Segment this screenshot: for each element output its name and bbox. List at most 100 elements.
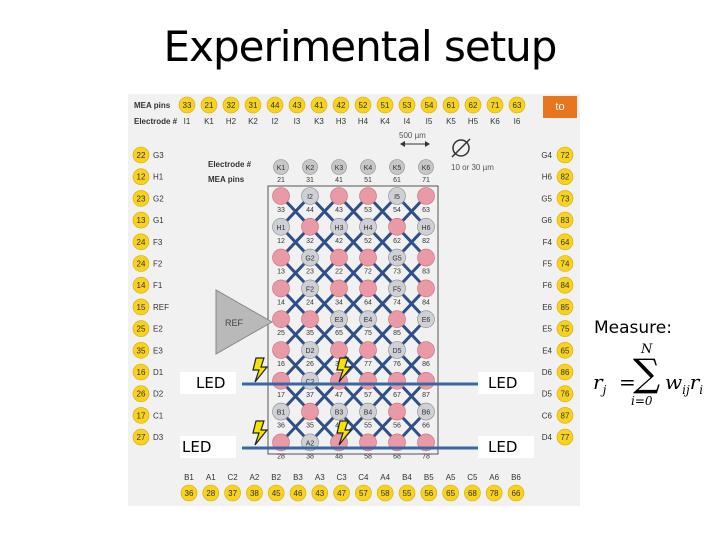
right-pin-12: 87 (561, 411, 570, 420)
bottom-electrode-10: B4 (402, 473, 412, 482)
grid-electrode-0-3 (359, 187, 377, 205)
bottom-pin-7: 47 (337, 489, 346, 498)
top-pin-4-dot (266, 96, 284, 114)
top-pin-15: 63 (513, 101, 522, 110)
top-pin-10-dot (398, 96, 416, 114)
right-pin-12-dot (556, 407, 574, 424)
right-pin-10-dot (556, 363, 574, 381)
grid-electrode-4-3 (359, 310, 377, 329)
grid-electrode-0-5 (417, 187, 435, 205)
left-pin-12-dot (132, 407, 150, 424)
right-pin-8: 75 (561, 325, 570, 334)
grid-pin-3-0: 14 (277, 299, 285, 306)
top-electrode-14: K6 (490, 117, 500, 126)
top-electrode-6: K3 (314, 117, 324, 126)
page-title: Experimental setup (163, 22, 558, 71)
grid-electrode-2-3 (359, 248, 377, 267)
grid-pin-0-1: 44 (306, 207, 314, 214)
bottom-electrode-12: A5 (446, 473, 456, 482)
top-pin-0: 33 (183, 101, 192, 110)
bottom-electrode-3: A2 (250, 473, 260, 482)
led-label-3: LED (488, 374, 518, 392)
grid-electrode-1-2 (330, 218, 348, 236)
top-pin-1-dot (200, 96, 218, 114)
top-pin-2-dot (222, 96, 240, 114)
grid-electrode-0-4 (388, 187, 406, 205)
grid-electrode-6-5 (417, 371, 435, 390)
left-pin-13: 27 (137, 433, 146, 442)
led-label-bg-2 (180, 436, 236, 458)
bottom-pin-9: 58 (381, 489, 390, 498)
grid-pin-7-3: 55 (364, 423, 372, 430)
grid-electrode-1-4 (388, 218, 406, 236)
left-pin-6-dot (132, 276, 150, 294)
bottom-pin-4-dot (267, 484, 285, 502)
top-pin-1: 21 (205, 101, 214, 110)
grid-electrode-label-0-4: I5 (394, 194, 400, 201)
grid-electrode-label-8-1: A2 (306, 440, 315, 447)
right-electrode-7: E6 (542, 303, 552, 312)
grid-header-label-2: K3 (335, 165, 344, 172)
right-pin-11-dot (556, 385, 574, 403)
right-pin-3-dot (556, 211, 574, 229)
grid-electrode-label-3-4: F5 (393, 286, 401, 293)
grid-electrode-4-0 (272, 310, 290, 329)
left-pin-0: 22 (137, 151, 146, 160)
left-pin-9: 35 (137, 346, 146, 355)
top-electrode-1: K1 (204, 117, 214, 126)
top-pin-6-dot (310, 96, 328, 114)
right-pin-0: 72 (561, 151, 570, 160)
top-electrode-9: K4 (380, 117, 390, 126)
bottom-pin-15-dot (507, 484, 525, 502)
grid-header-electrode-2 (331, 159, 347, 175)
top-electrode-3: K2 (248, 117, 258, 126)
left-electrode-2: G2 (153, 194, 164, 203)
grid-electrode-3-5 (417, 279, 435, 298)
grid-electrode-label-7-5: B6 (422, 410, 431, 417)
grid-pin-7-0: 36 (277, 423, 285, 430)
bottom-pin-14-dot (485, 484, 503, 502)
bottom-pin-3-dot (246, 484, 263, 502)
right-pin-5: 74 (561, 260, 570, 269)
orange-tab-text: to (555, 101, 564, 113)
right-pin-0-dot (556, 146, 574, 164)
bottom-pin-6-dot (311, 484, 329, 502)
grid-pin-0-4: 54 (393, 207, 401, 214)
grid-pin-5-5: 86 (422, 361, 430, 368)
top-pin-8: 52 (359, 101, 368, 110)
grid-electrode-0-0 (272, 187, 290, 205)
bottom-pin-14: 78 (490, 489, 499, 498)
top-pin-5-dot (288, 96, 306, 114)
right-pin-5-dot (556, 255, 574, 272)
right-pin-3: 83 (561, 216, 570, 225)
right-electrode-9: E4 (542, 346, 552, 355)
top-electrode-13: H5 (468, 117, 479, 126)
grid-electrode-2-4 (388, 248, 406, 267)
left-electrode-0: G3 (153, 151, 164, 160)
left-pin-4: 24 (137, 238, 146, 247)
grid-electrode-label-2-1: G2 (305, 256, 314, 263)
bottom-pin-6: 43 (315, 489, 324, 498)
grid-electrode-7-0 (272, 402, 290, 421)
bottom-pin-5-dot (289, 484, 307, 502)
orange-tab (543, 96, 577, 118)
diameter-label: 10 or 30 µm (451, 163, 494, 172)
left-pin-7-dot (132, 298, 150, 316)
grid-pin-6-4: 67 (393, 392, 401, 399)
right-pin-11: 76 (561, 390, 570, 399)
top-electrode-12: K5 (446, 117, 456, 126)
grid-electrode-3-0 (272, 279, 290, 298)
left-electrode-1: H1 (153, 173, 164, 182)
top-electrode-2: H2 (226, 117, 237, 126)
left-electrode-12: C1 (153, 411, 164, 420)
left-electrode-4: F3 (153, 238, 163, 247)
right-pin-8-dot (556, 320, 574, 337)
grid-pin-2-0: 13 (277, 269, 285, 276)
grid-pin-6-5: 87 (422, 392, 430, 399)
right-pin-9-dot (556, 341, 574, 359)
grid-pin-6-0: 17 (277, 392, 285, 399)
top-pin-2: 32 (227, 101, 236, 110)
